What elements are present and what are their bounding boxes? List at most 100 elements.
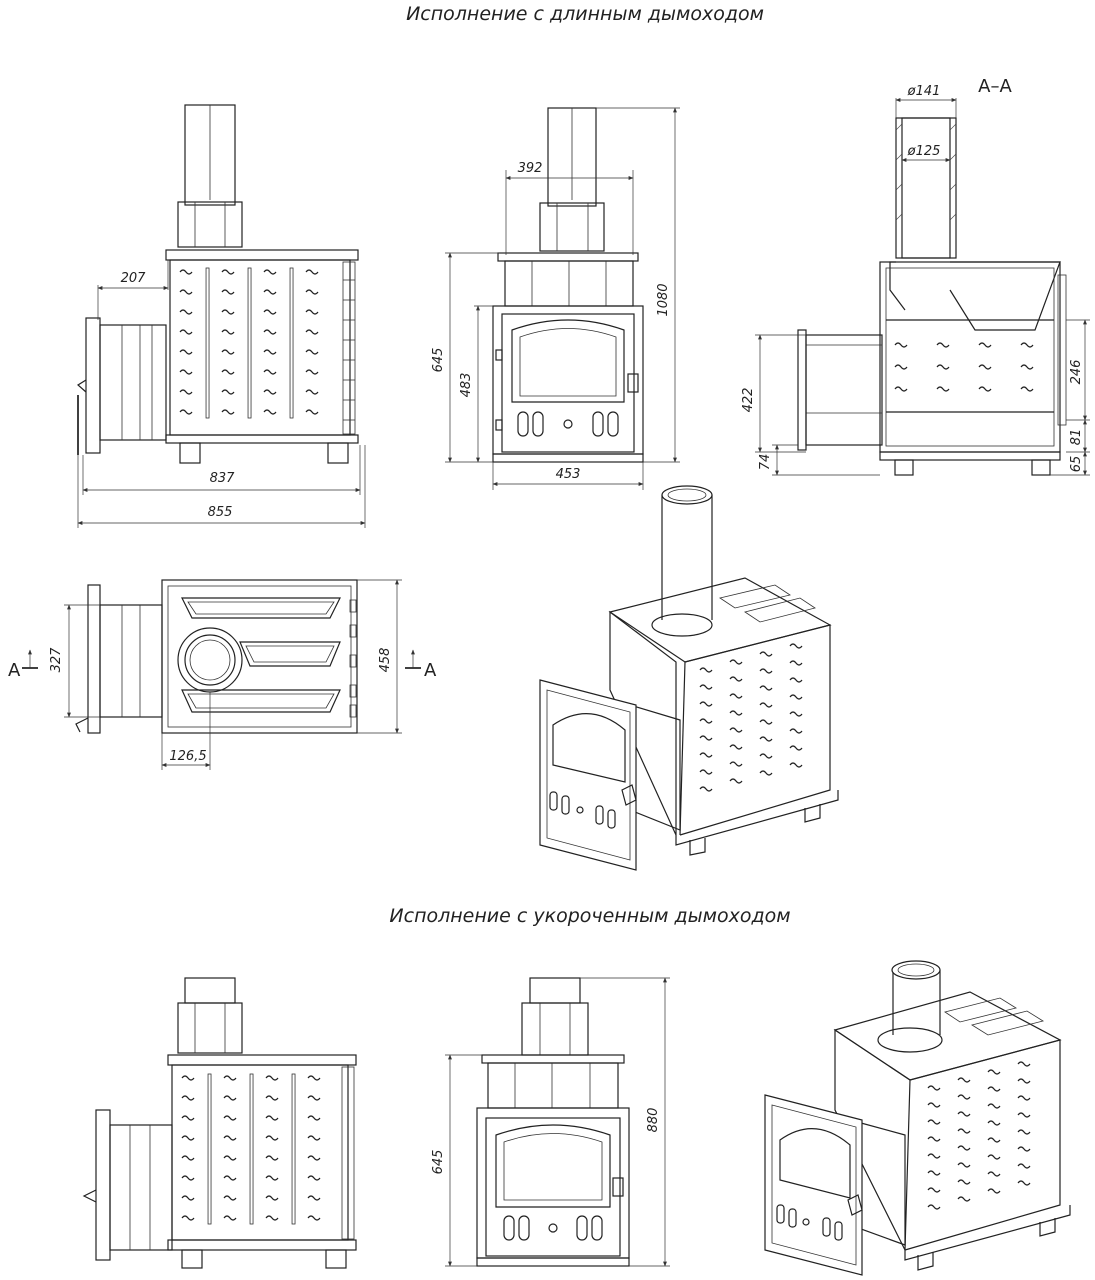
vent-slot <box>265 1175 279 1181</box>
vent-slot <box>699 786 713 792</box>
vent-slot <box>1017 1078 1031 1084</box>
vent-slot <box>265 1155 279 1161</box>
dim-d125: ø125 <box>907 144 941 159</box>
vent-slot <box>729 727 743 733</box>
title-long-chimney: Исполнение с длинным дымоходом <box>406 3 764 25</box>
dim-81: 81 <box>1069 429 1084 446</box>
plan-view <box>75 579 358 734</box>
vent-slot <box>181 1075 195 1081</box>
vent-slot <box>221 369 235 375</box>
vent-slot <box>699 718 713 724</box>
vent-slot <box>759 685 773 691</box>
vent-slot <box>957 1196 971 1202</box>
vent-slot <box>699 667 713 673</box>
vent-slot <box>936 364 950 370</box>
vent-slot <box>181 1135 195 1141</box>
rib <box>205 267 210 419</box>
vent-slot <box>263 269 277 275</box>
vent-slot <box>759 668 773 674</box>
dims-side-long: 207 837 855 <box>77 260 366 528</box>
vent-slot <box>789 677 803 683</box>
vent-slot <box>759 651 773 657</box>
dim-327: 327 <box>49 647 64 673</box>
vent-slot <box>263 369 277 375</box>
vent-slot <box>957 1179 971 1185</box>
vent-slot <box>305 409 319 415</box>
vent-slot <box>265 1115 279 1121</box>
vent-slot <box>729 693 743 699</box>
vent-slot <box>789 643 803 649</box>
vent-slot <box>987 1154 1001 1160</box>
dim-422: 422 <box>741 388 756 413</box>
vent-slot <box>789 728 803 734</box>
dim-65: 65 <box>1069 456 1084 473</box>
rib <box>289 267 294 419</box>
vent-slot <box>759 702 773 708</box>
vent-slot <box>181 1095 195 1101</box>
vent-slot <box>181 1175 195 1181</box>
rib <box>207 1073 212 1225</box>
vent-slot <box>307 1115 321 1121</box>
vent-slot <box>1017 1112 1031 1118</box>
dim-453: 453 <box>556 467 581 482</box>
vent-slot <box>263 329 277 335</box>
vent-slot <box>265 1075 279 1081</box>
vent-slot <box>759 770 773 776</box>
vent-slot <box>1017 1061 1031 1067</box>
vent-slot <box>957 1077 971 1083</box>
vent-slot <box>223 1215 237 1221</box>
vent-slot <box>181 1115 195 1121</box>
dim-458: 458 <box>378 648 393 673</box>
section-mark-left: А <box>8 660 21 681</box>
vent-slot <box>1017 1180 1031 1186</box>
rib <box>291 1073 296 1225</box>
vent-slot <box>936 386 950 392</box>
vent-slot <box>179 289 193 295</box>
vent-slot <box>305 329 319 335</box>
vent-slot <box>729 778 743 784</box>
vent-slot <box>987 1086 1001 1092</box>
vent-slot <box>179 349 193 355</box>
vent-slot <box>957 1094 971 1100</box>
vent-slot <box>221 309 235 315</box>
side-view-long <box>76 104 359 464</box>
vent-slot <box>957 1145 971 1151</box>
vent-slot <box>957 1111 971 1117</box>
vent-slot <box>927 1187 941 1193</box>
vent-slot <box>1020 342 1034 348</box>
vent-slot <box>263 389 277 395</box>
vent-slot <box>223 1095 237 1101</box>
rib <box>247 267 252 419</box>
vent-slot <box>789 711 803 717</box>
vent-slot <box>307 1155 321 1161</box>
vent-slot <box>307 1215 321 1221</box>
vent-slot <box>987 1120 1001 1126</box>
vent-slot <box>936 342 950 348</box>
vent-slot <box>894 342 908 348</box>
vent-slot <box>307 1075 321 1081</box>
vent-slot <box>265 1135 279 1141</box>
vent-slot <box>699 701 713 707</box>
vent-slot <box>729 744 743 750</box>
vent-slot <box>699 769 713 775</box>
vent-slot <box>263 409 277 415</box>
vent-slot <box>1017 1095 1031 1101</box>
vent-slot <box>1017 1146 1031 1152</box>
vent-slot <box>927 1102 941 1108</box>
side-view-short <box>82 977 357 1269</box>
dims-section: 422 74 246 81 65 <box>741 319 1090 476</box>
vent-slot <box>894 364 908 370</box>
vent-slot <box>1020 386 1034 392</box>
vent-slot <box>179 269 193 275</box>
vent-slot <box>265 1195 279 1201</box>
vent-slot <box>265 1095 279 1101</box>
vent-slot <box>181 1195 195 1201</box>
vent-slot <box>221 389 235 395</box>
vent-slot <box>789 762 803 768</box>
vent-slot <box>759 719 773 725</box>
vent-slot <box>305 389 319 395</box>
vent-slot <box>179 389 193 395</box>
dim-880: 880 <box>646 1108 661 1133</box>
vent-slot <box>759 736 773 742</box>
